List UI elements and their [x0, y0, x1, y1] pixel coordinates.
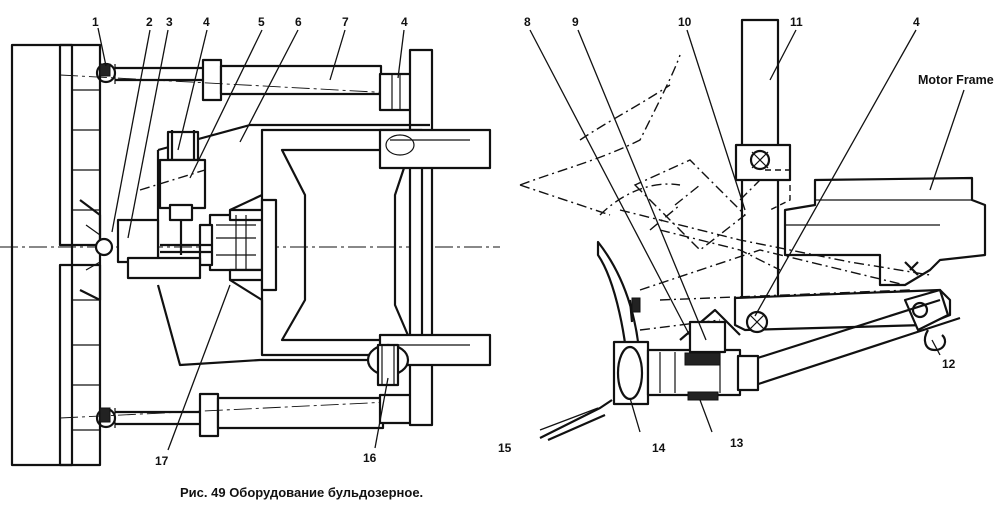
top-view-leaders [97, 27, 405, 451]
callout-3: 3 [166, 15, 173, 29]
callout-15: 15 [498, 441, 512, 455]
callout-1: 1 [92, 15, 99, 29]
side-view-drawing [519, 18, 987, 442]
figure-caption: Рис. 49 Оборудование бульдозерное. [180, 485, 423, 500]
callout-11: 11 [790, 15, 803, 29]
callout-4: 4 [203, 15, 210, 29]
callout-10: 10 [678, 15, 692, 29]
callout-13: 13 [730, 436, 744, 450]
callout-14: 14 [652, 441, 666, 455]
motor-frame-label: Motor Frame [918, 73, 994, 87]
side-view-callouts: 8 9 10 11 4 Motor Frame 12 13 14 15 [498, 15, 994, 455]
top-view-callouts: 1 2 3 4 5 6 7 4 16 17 [92, 15, 408, 468]
callout-12: 12 [942, 357, 956, 371]
callout-16: 16 [363, 451, 377, 465]
callout-2: 2 [146, 15, 153, 29]
callout-8: 8 [524, 15, 531, 29]
callout-9: 9 [572, 15, 579, 29]
top-view-drawing [0, 43, 500, 467]
callout-17: 17 [155, 454, 169, 468]
callout-4-side: 4 [913, 15, 920, 29]
callout-5: 5 [258, 15, 265, 29]
callout-6: 6 [295, 15, 302, 29]
callout-4-rear: 4 [401, 15, 408, 29]
side-view-leaders [529, 29, 965, 433]
callout-7: 7 [342, 15, 349, 29]
